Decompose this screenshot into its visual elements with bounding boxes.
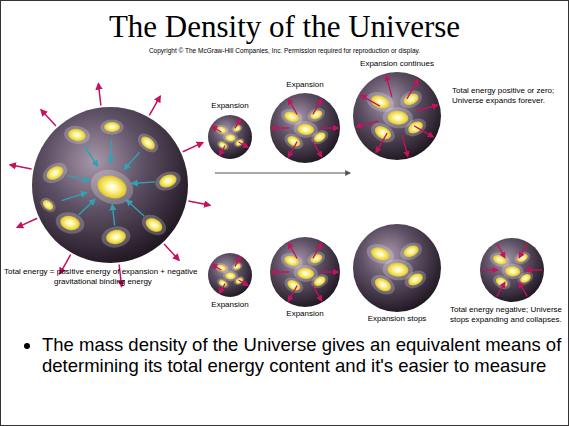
galaxy [100, 120, 123, 135]
motion-arrow [164, 244, 179, 260]
motion-arrow [17, 218, 37, 227]
stage-label: Expansion stops [347, 314, 447, 324]
galaxy [63, 124, 92, 146]
motion-arrow [288, 286, 297, 301]
motion-arrow [288, 243, 297, 258]
motion-arrow [183, 143, 203, 152]
stage-label: Expansion continues [347, 59, 447, 69]
motion-arrow [407, 80, 418, 99]
universe-sphere [270, 237, 340, 307]
outcome-note: Total energy positive or zero; Universe … [452, 86, 560, 105]
motion-arrow [519, 282, 527, 296]
bullet-list: The mass density of the Universe gives a… [18, 334, 569, 376]
motion-arrow [212, 265, 222, 271]
motion-arrow [132, 182, 155, 184]
galaxy [153, 168, 184, 194]
galaxy [53, 209, 86, 237]
stage-label: Expansion [270, 309, 340, 319]
slide-title: The Density of the Universe [20, 10, 549, 44]
galaxy [515, 269, 535, 287]
motion-arrow [288, 142, 297, 157]
energy-caption: Total energy = positive energy of expans… [4, 267, 219, 286]
motion-arrow [288, 99, 297, 114]
galaxy [402, 115, 430, 140]
motion-arrow [239, 142, 249, 148]
motion-arrow [313, 99, 322, 114]
motion-arrow [402, 135, 408, 156]
universe-sphere [353, 72, 441, 160]
motion-arrow [321, 271, 339, 272]
universe-sphere [480, 238, 544, 302]
motion-arrow [110, 140, 112, 163]
motion-arrow [235, 119, 241, 129]
stage-label: Expansion [195, 300, 265, 310]
motion-arrow [497, 244, 505, 258]
motion-arrow [239, 280, 249, 286]
universe-sphere [270, 93, 340, 163]
motion-arrow [127, 200, 145, 216]
motion-arrow [416, 105, 437, 111]
galaxy [309, 127, 331, 147]
galaxy [282, 274, 306, 296]
motion-arrow [215, 172, 350, 173]
motion-arrow [376, 133, 387, 152]
motion-arrow [272, 127, 290, 128]
galaxy [100, 224, 132, 250]
motion-arrow [414, 126, 433, 137]
motion-arrow [321, 127, 339, 128]
motion-arrow [361, 95, 380, 106]
galaxy [86, 164, 138, 210]
motion-arrow [526, 269, 542, 270]
motion-arrow [98, 84, 101, 106]
outcome-note: Total energy negative; Universe stops ex… [450, 305, 565, 324]
motion-arrow [220, 284, 226, 294]
universe-sphere [208, 253, 252, 297]
motion-arrow [357, 121, 378, 127]
galaxy [368, 271, 399, 299]
universe-sphere [10, 84, 210, 287]
universe-sphere [208, 115, 252, 159]
galaxy [282, 130, 306, 152]
motion-arrow [79, 199, 95, 214]
bullet-point: The mass density of the Universe gives a… [42, 334, 569, 376]
copyright-note: Copyright © The McGraw-Hill Companies, I… [60, 47, 509, 55]
universe-sphere [353, 224, 441, 312]
motion-arrow [212, 127, 222, 133]
galaxy [134, 130, 161, 156]
galaxy [402, 267, 430, 292]
motion-arrow [313, 142, 322, 157]
galaxy [37, 195, 58, 215]
motion-arrow [313, 286, 322, 301]
stage-label: Expansion [270, 80, 340, 90]
motion-arrow [124, 152, 139, 169]
motion-arrow [149, 96, 160, 115]
motion-arrow [188, 201, 210, 205]
motion-arrow [67, 176, 89, 181]
motion-arrow [386, 76, 392, 97]
galaxy [309, 271, 331, 291]
stage-label: Expansion [195, 101, 265, 111]
motion-arrow [112, 205, 114, 226]
motion-arrow [41, 110, 56, 126]
motion-arrow [519, 244, 527, 258]
motion-arrow [10, 165, 32, 169]
galaxy [39, 159, 71, 188]
motion-arrow [84, 146, 97, 166]
motion-arrow [272, 271, 290, 272]
galaxy [491, 272, 513, 292]
motion-arrow [482, 269, 498, 270]
motion-arrow [313, 243, 322, 258]
motion-arrow [62, 193, 87, 201]
motion-arrow [497, 282, 505, 296]
motion-arrow [235, 257, 241, 267]
motion-arrow [220, 146, 226, 156]
